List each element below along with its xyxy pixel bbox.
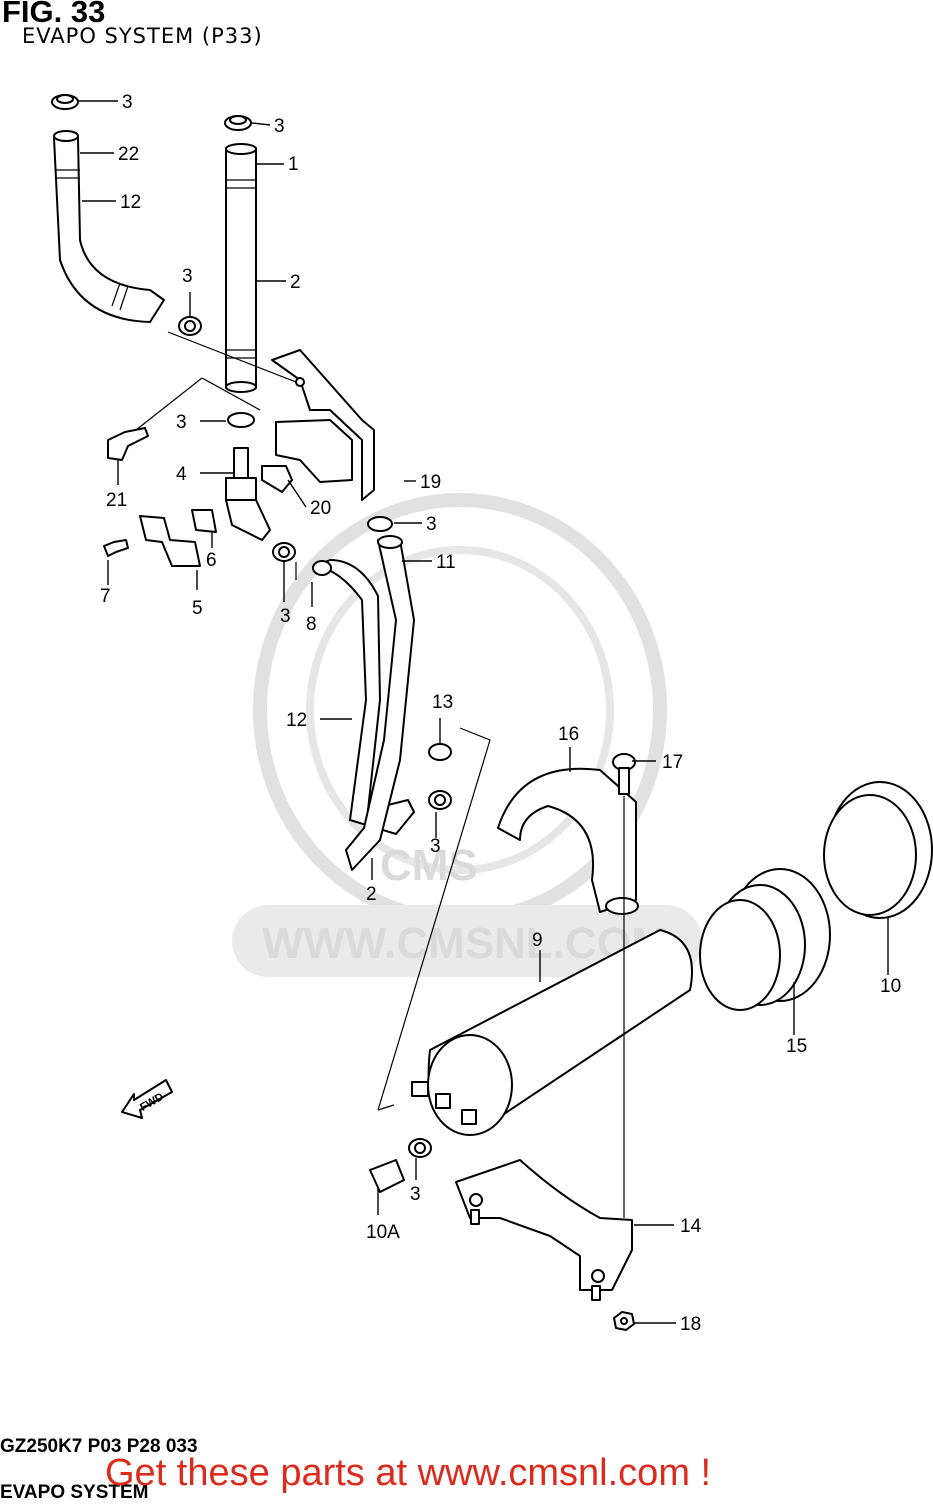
callout-3: 3 bbox=[122, 92, 133, 113]
bolt-21 bbox=[107, 427, 149, 461]
watermark-logo-text: CMS bbox=[380, 841, 478, 890]
callout-15: 15 bbox=[786, 1036, 807, 1057]
clamp-3-top-left bbox=[51, 94, 79, 110]
assembly-guide-lines bbox=[135, 331, 625, 1218]
callout-21: 21 bbox=[106, 490, 127, 511]
cap-10 bbox=[823, 781, 933, 919]
callout-3: 3 bbox=[182, 266, 193, 287]
clip-13 bbox=[428, 743, 452, 761]
callout-labels: 3 3 22 1 12 3 2 3 21 4 19 20 7 6 5 3 3 11 8 12 13 16 17 3 2 9 10 15… bbox=[100, 92, 901, 1335]
callout-14: 14 bbox=[680, 1216, 702, 1237]
clamp-3-mid bbox=[272, 542, 296, 562]
leader-line-20 bbox=[287, 479, 307, 508]
bracket-14 bbox=[455, 1159, 633, 1301]
callout-4: 4 bbox=[176, 464, 187, 485]
clamp-3-right-mid bbox=[367, 516, 393, 532]
clamp-3-lower-mid bbox=[428, 790, 452, 810]
callout-3: 3 bbox=[426, 514, 437, 535]
callout-3: 3 bbox=[430, 836, 441, 857]
clip-6 bbox=[191, 509, 217, 533]
callout-16: 16 bbox=[558, 724, 579, 745]
canister-9 bbox=[411, 929, 693, 1136]
leader-line-3 bbox=[251, 122, 271, 126]
callout-leader-lines bbox=[78, 100, 889, 1324]
figure-title: EVAPO SYSTEM (P33) bbox=[22, 24, 263, 48]
cap-10A bbox=[369, 1159, 405, 1193]
figure-number: FIG. 33 bbox=[2, 0, 106, 29]
callout-6: 6 bbox=[206, 550, 217, 571]
callout-7: 7 bbox=[100, 586, 111, 607]
callout-8: 8 bbox=[306, 614, 317, 635]
callout-5: 5 bbox=[192, 598, 203, 619]
hose-8-11-12 bbox=[312, 535, 415, 871]
callout-17: 17 bbox=[662, 752, 683, 773]
sleeve-15 bbox=[699, 868, 831, 1011]
callout-20: 20 bbox=[310, 498, 331, 519]
nut-18 bbox=[613, 1311, 635, 1331]
callout-10A: 10A bbox=[366, 1222, 400, 1243]
system-name: EVAPO SYSTEM bbox=[0, 1482, 149, 1503]
bolt-17 bbox=[612, 753, 636, 795]
callout-3: 3 bbox=[274, 116, 285, 137]
callout-2: 2 bbox=[366, 884, 377, 905]
callout-12: 12 bbox=[286, 710, 307, 731]
bracket-16 bbox=[497, 767, 639, 915]
tube-1-2 bbox=[225, 143, 257, 393]
callout-3: 3 bbox=[176, 412, 187, 433]
callout-3: 3 bbox=[410, 1184, 421, 1205]
callout-13: 13 bbox=[432, 692, 453, 713]
callout-3: 3 bbox=[280, 606, 291, 627]
callout-19: 19 bbox=[420, 472, 441, 493]
clip-20 bbox=[261, 465, 293, 493]
hose-22-12 bbox=[53, 130, 165, 323]
callout-10: 10 bbox=[880, 976, 901, 997]
promo-link[interactable]: Get these parts at www.cmsnl.com ! bbox=[105, 1452, 712, 1494]
callout-1: 1 bbox=[288, 154, 299, 175]
clamp-3-top-center bbox=[224, 115, 252, 131]
watermark-url: WWW.CMSNL.COM bbox=[262, 919, 668, 968]
callout-9: 9 bbox=[532, 930, 543, 951]
model-code: GZ250K7 P03 P28 033 bbox=[0, 1436, 198, 1457]
callout-22: 22 bbox=[118, 144, 139, 165]
callout-2: 2 bbox=[290, 272, 301, 293]
cms-watermark-logo: CMS WWW.CMSNL.COM bbox=[232, 493, 702, 977]
screw-7 bbox=[103, 539, 129, 557]
callout-18: 18 bbox=[680, 1314, 701, 1335]
forward-arrow: FWD bbox=[121, 1079, 173, 1119]
bracket-5 bbox=[139, 515, 201, 567]
valve-4 bbox=[225, 412, 271, 541]
bracket-19 bbox=[271, 349, 375, 501]
clamp-3-left-mid bbox=[178, 316, 202, 336]
callout-12: 12 bbox=[120, 192, 141, 213]
clamp-3-bottom bbox=[408, 1138, 432, 1158]
callout-11: 11 bbox=[436, 552, 456, 573]
